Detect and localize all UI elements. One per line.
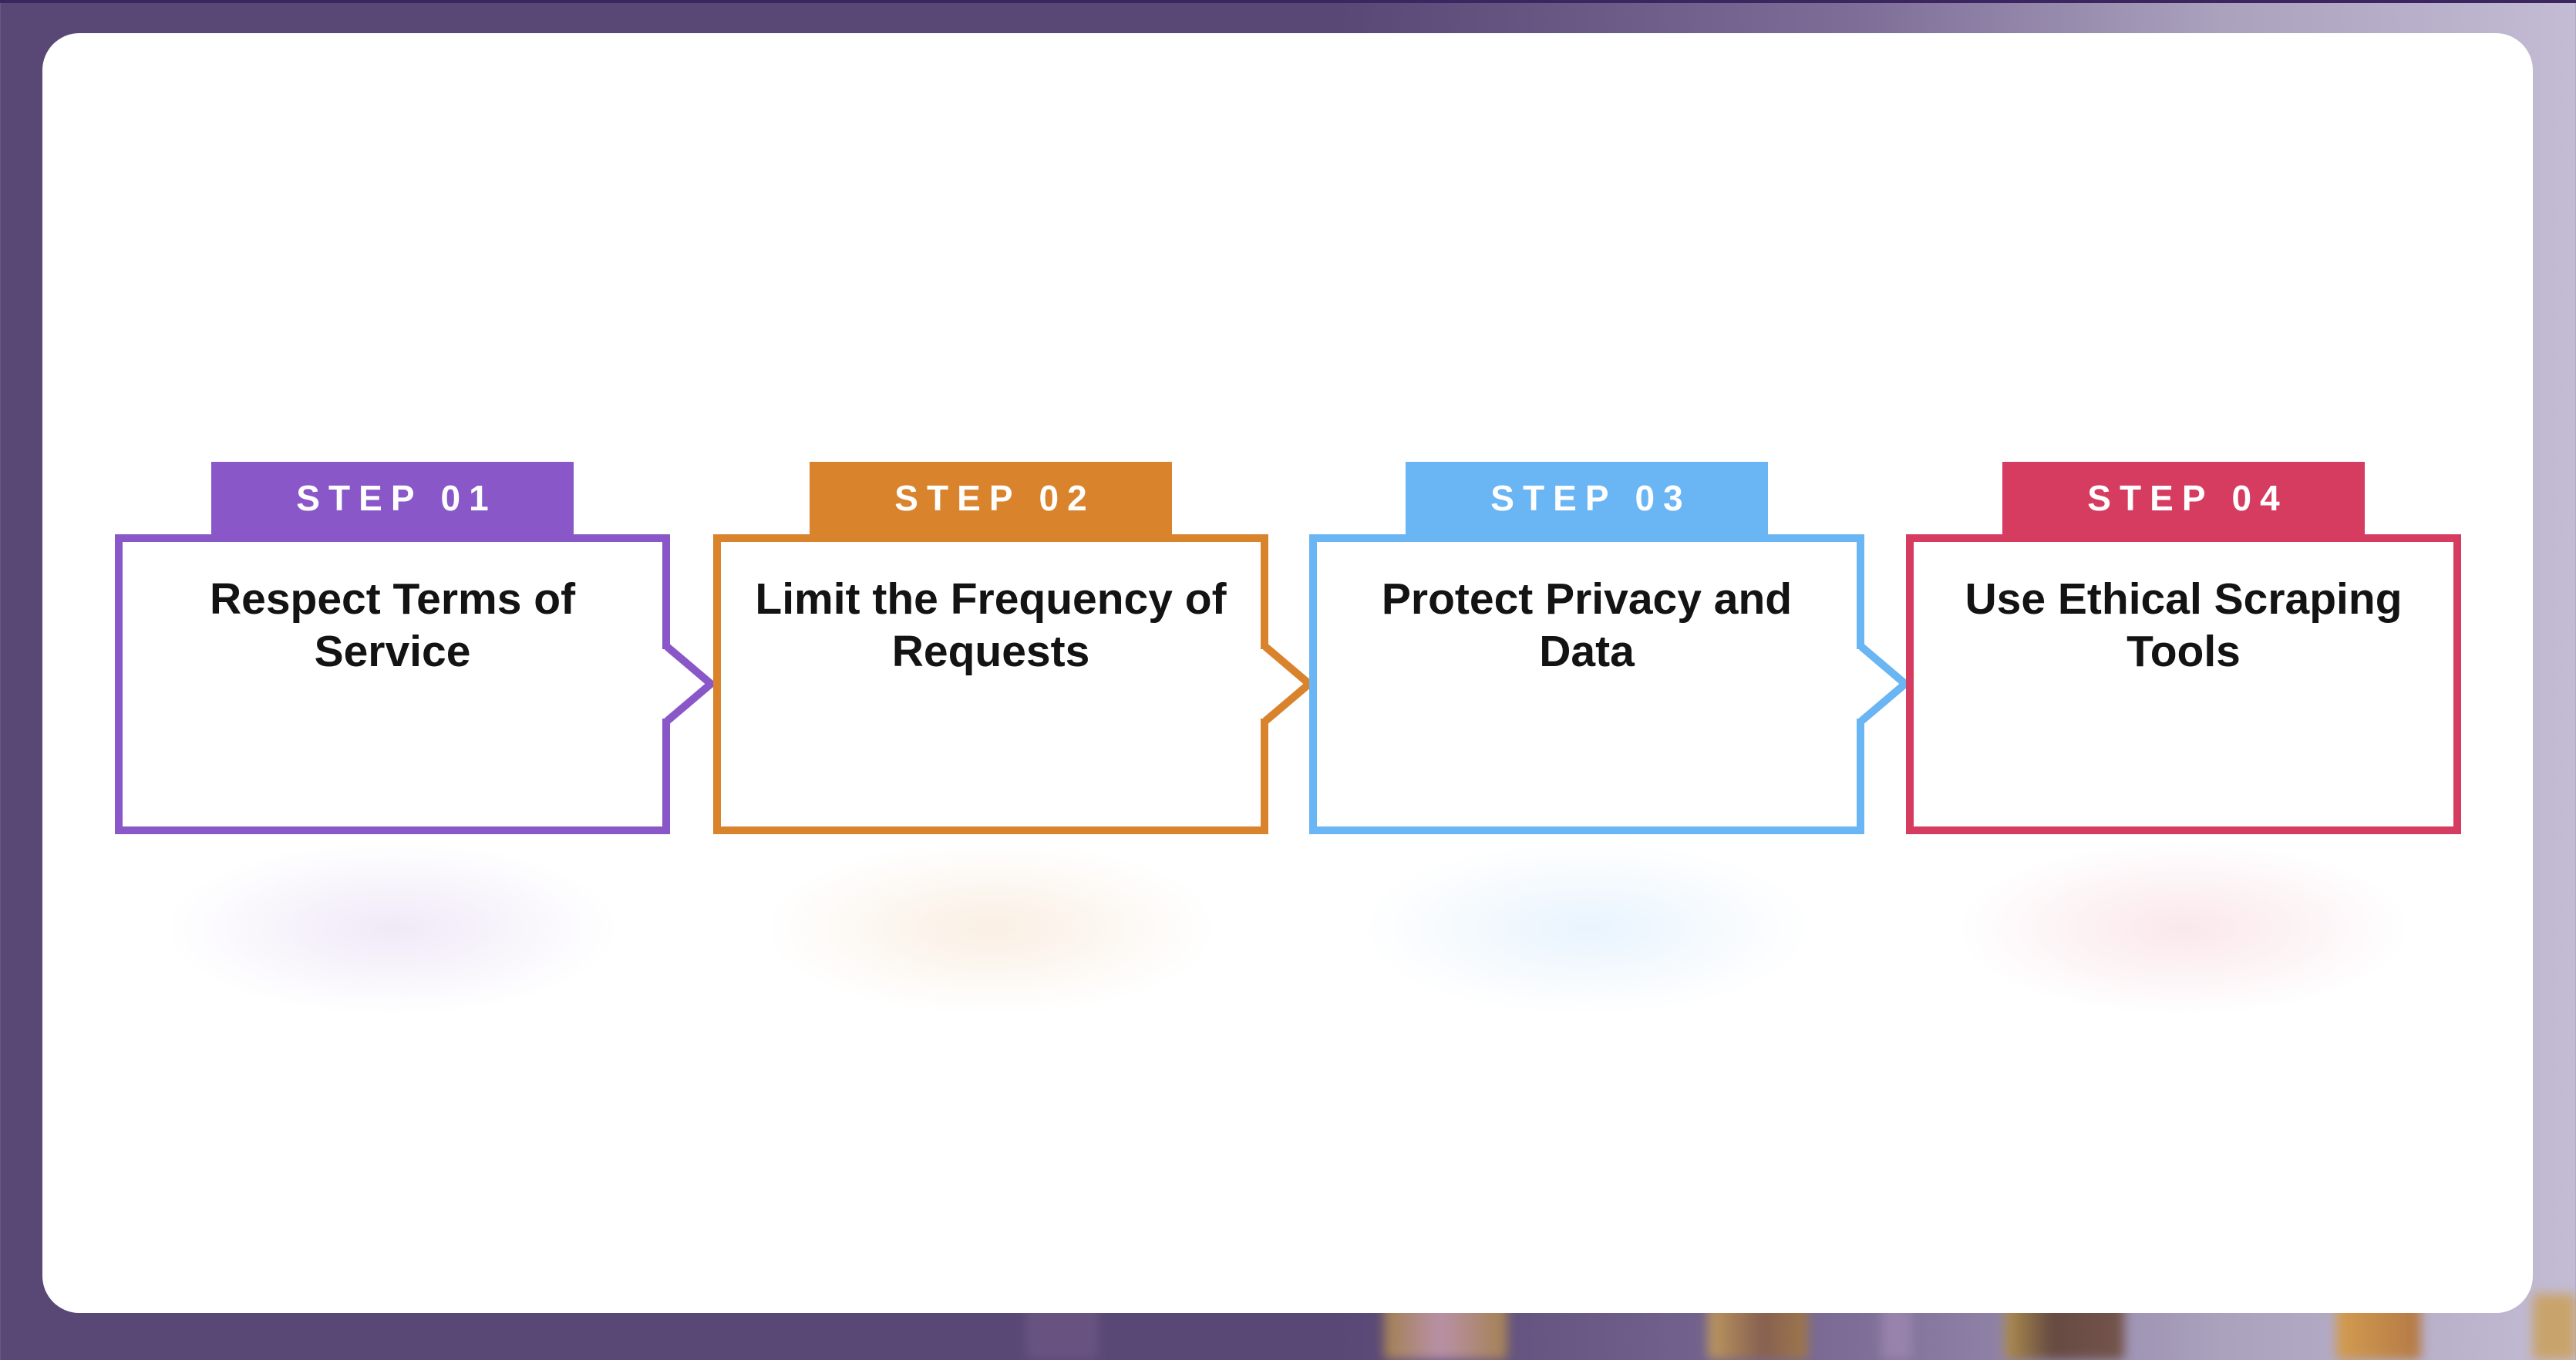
arrow-right-icon [662, 643, 717, 725]
step-group-1: Respect Terms of Service STEP 01 [92, 462, 717, 1079]
step-tab: STEP 01 [211, 462, 574, 534]
step-tab: STEP 03 [1406, 462, 1768, 534]
arrow-right-stroke [1858, 643, 1911, 725]
step-tab: STEP 04 [2002, 462, 2365, 534]
step-tab-label: STEP 01 [296, 478, 497, 518]
step-group-3: Protect Privacy and Data STEP 03 [1286, 462, 1911, 1079]
step-title: Protect Privacy and Data [1381, 574, 1793, 676]
window-top-edge-line [0, 0, 2576, 3]
step-tab-label: STEP 03 [1490, 478, 1692, 518]
blurred-thumbnail [2533, 1294, 2576, 1360]
arrow-right-stroke [664, 643, 717, 725]
step-box: Protect Privacy and Data [1309, 534, 1864, 834]
step-tab: STEP 02 [810, 462, 1172, 534]
arrow-right-stroke [1262, 643, 1315, 725]
step-box: Use Ethical Scraping Tools [1906, 534, 2461, 834]
step-tab-label: STEP 04 [2087, 478, 2288, 518]
step-title: Limit the Frequency of Requests [755, 574, 1227, 676]
step-glow [690, 813, 1291, 1044]
arrow-right-icon [1857, 643, 1911, 725]
step-box: Respect Terms of Service [115, 534, 670, 834]
step-title: Respect Terms of Service [209, 574, 576, 676]
step-group-2: Limit the Frequency of Requests STEP 02 [690, 462, 1315, 1079]
step-glow [92, 813, 693, 1044]
step-glow [1286, 813, 1887, 1044]
step-title: Use Ethical Scraping Tools [1965, 574, 2403, 676]
step-group-4: Use Ethical Scraping Tools STEP 04 [1883, 462, 2484, 1079]
step-box: Limit the Frequency of Requests [713, 534, 1268, 834]
step-glow [1883, 813, 2484, 1044]
step-tab-label: STEP 02 [894, 478, 1096, 518]
